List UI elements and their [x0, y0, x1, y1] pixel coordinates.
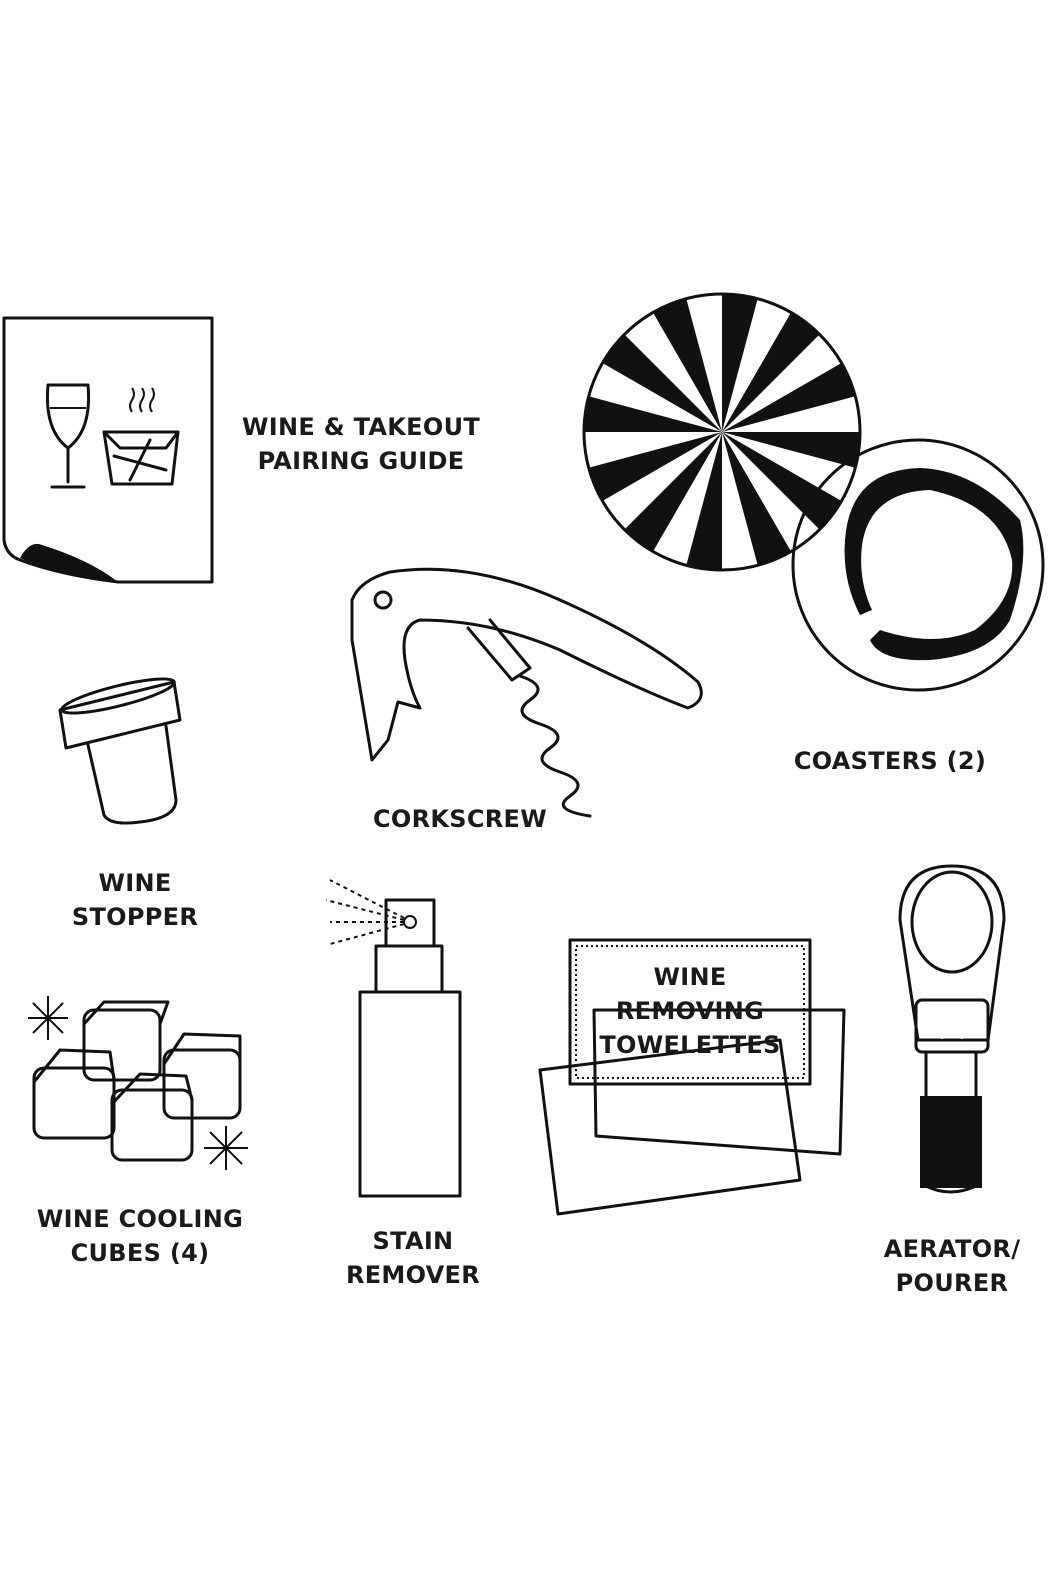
stain-remover-label: STAIN REMOVER [330, 1224, 496, 1292]
stain-remover-illustration [325, 879, 462, 1198]
aerator-line1: AERATOR/ [883, 1235, 1021, 1263]
wine-stopper-line1: WINE [98, 869, 172, 897]
corkscrew-illustration [350, 567, 703, 818]
snowflake-icon [28, 996, 68, 1040]
wine-stopper-line2: STOPPER [71, 903, 199, 931]
snowflake-icon [204, 1126, 248, 1170]
wine-glass-icon [45, 383, 91, 489]
stain-remover-line1: STAIN [372, 1227, 454, 1255]
wine-stopper-illustration [58, 677, 182, 825]
towelettes-illustration [538, 938, 846, 1216]
corkscrew-label: CORKSCREW [360, 802, 560, 836]
sunburst-ray [653, 299, 722, 432]
cooling-cubes-line1: WINE COOLING [36, 1205, 244, 1233]
cooling-cubes-illustration [28, 996, 248, 1170]
pairing-guide-label: WINE & TAKEOUT PAIRING GUIDE [236, 410, 486, 478]
pairing-guide-line2: PAIRING GUIDE [257, 447, 465, 475]
sunburst-ray [722, 432, 859, 468]
sunburst-ray [722, 295, 758, 432]
pairing-guide-illustration [2, 316, 214, 584]
towelettes-line1: WINE [653, 963, 727, 991]
cooling-cubes-label: WINE COOLING CUBES (4) [20, 1202, 260, 1270]
aerator-illustration [898, 864, 1006, 1194]
pairing-guide-line1: WINE & TAKEOUT [241, 413, 481, 441]
cooling-cubes-line2: CUBES (4) [70, 1239, 210, 1267]
sunburst-ray [722, 432, 841, 529]
sunburst-ray [722, 432, 791, 565]
towelettes-line3: TOWELETTES [599, 1031, 781, 1059]
wine-stopper-label: WINE STOPPER [60, 866, 210, 934]
sunburst-ray [722, 363, 855, 432]
sunburst-ray [585, 396, 722, 432]
takeout-box-icon [102, 387, 180, 486]
aerator-line2: POURER [895, 1269, 1009, 1297]
stain-remover-line2: REMOVER [345, 1261, 481, 1289]
coasters-illustration [582, 292, 1045, 692]
towelettes-line2: REMOVING [615, 997, 765, 1025]
towelettes-label: WINE REMOVING TOWELETTES [580, 960, 800, 1062]
coasters-line1: COASTERS (2) [793, 747, 987, 775]
coasters-label: COASTERS (2) [790, 744, 990, 778]
corkscrew-line1: CORKSCREW [372, 805, 548, 833]
sunburst-ray [589, 432, 722, 501]
aerator-label: AERATOR/ POURER [870, 1232, 1034, 1300]
sunburst-coaster [582, 292, 862, 572]
sunburst-ray [722, 313, 819, 432]
sunburst-ray [603, 335, 722, 432]
sunburst-ray [686, 432, 722, 569]
sunburst-ray [625, 432, 722, 551]
